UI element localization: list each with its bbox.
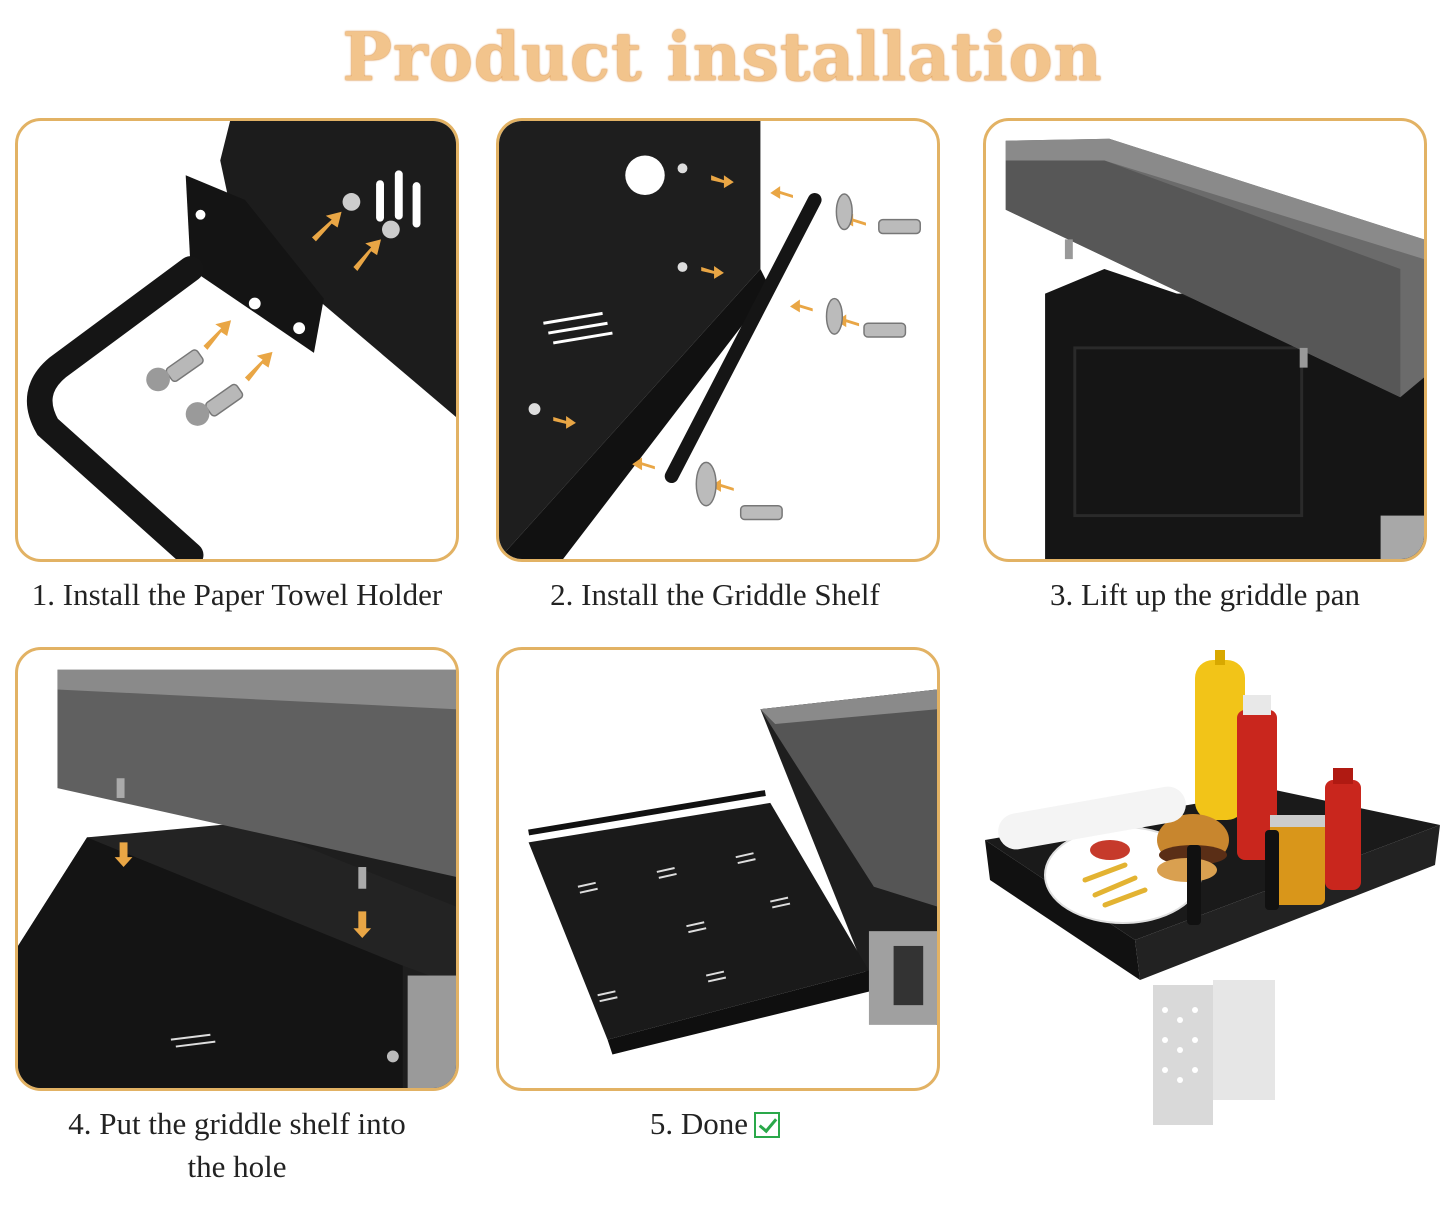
step-5-caption: 5. Done bbox=[490, 1102, 940, 1145]
page-title: Product installation bbox=[342, 18, 1103, 96]
finished-product-image bbox=[975, 650, 1440, 1130]
step-4-caption-line-2: the hole bbox=[187, 1149, 287, 1184]
step-5-caption-text: 5. Done bbox=[649, 1106, 749, 1141]
step-1-image bbox=[15, 118, 459, 562]
check-mark-icon bbox=[754, 1112, 781, 1138]
step-4-caption-line-1: 4. Put the griddle shelf into bbox=[68, 1106, 406, 1141]
step-5-image bbox=[496, 647, 940, 1091]
step-4-caption: 4. Put the griddle shelf into the hole bbox=[0, 1102, 474, 1188]
step-3-image bbox=[983, 118, 1427, 562]
step-4-image bbox=[15, 647, 459, 1091]
step-3-caption: 3. Lift up the griddle pan bbox=[1050, 577, 1360, 612]
step-1-caption: 1. Install the Paper Towel Holder bbox=[31, 577, 443, 612]
step-2-image bbox=[496, 118, 940, 562]
step-2-caption: 2. Install the Griddle Shelf bbox=[550, 577, 880, 612]
